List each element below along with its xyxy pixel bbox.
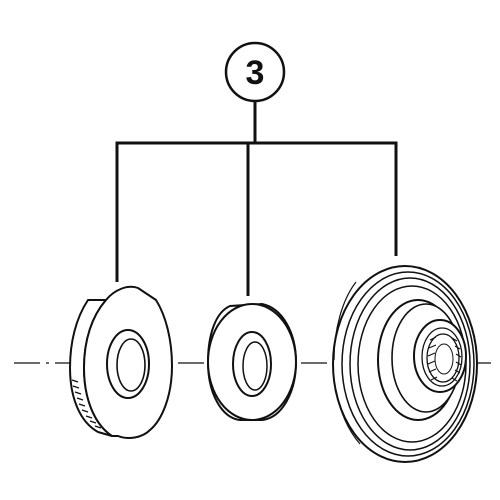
- part-locknut: [69, 285, 173, 439]
- part-cone-assembly: [332, 265, 478, 463]
- part-washer: [206, 302, 298, 421]
- callout-bracket: [115, 100, 398, 296]
- callout-bubble: 3: [224, 41, 286, 103]
- callout-circle: [224, 41, 286, 103]
- callout-number: 3: [246, 54, 265, 92]
